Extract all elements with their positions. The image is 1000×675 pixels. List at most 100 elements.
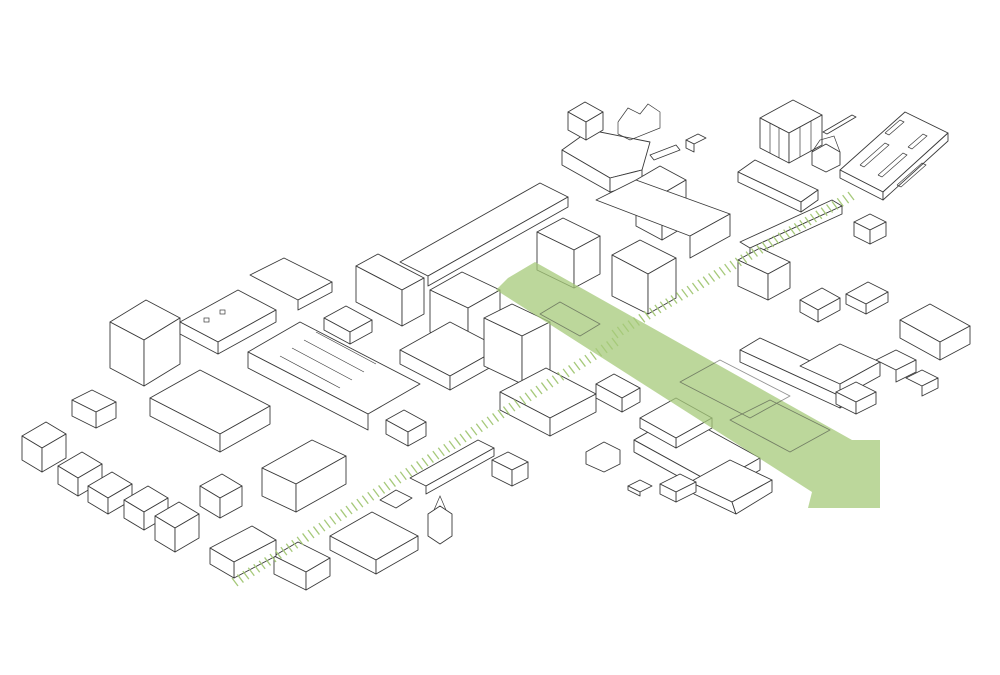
house-roof-ridge [811, 135, 841, 153]
house-front [811, 143, 841, 173]
route-hatch-mark [654, 304, 662, 314]
chapel-front [585, 441, 621, 473]
route-hatch-mark [388, 478, 396, 487]
route-hatch-mark [562, 368, 570, 378]
building-group-east [737, 199, 971, 415]
route-hatch-mark [793, 222, 801, 232]
route-hatch-mark [302, 533, 310, 542]
route-hatch-mark [589, 351, 597, 361]
route-hatch-mark [372, 488, 380, 498]
l-block-front [375, 535, 419, 575]
roof-rib [279, 355, 341, 389]
route-hatch-mark [454, 437, 462, 446]
house-front [174, 513, 200, 553]
route-hatch-mark [670, 295, 678, 304]
kiosk-side [627, 485, 641, 497]
route-hatch-mark [772, 235, 780, 245]
house-front [41, 433, 67, 473]
route-hatch-mark [274, 550, 282, 559]
route-hatch-mark [410, 464, 418, 474]
shed-front [297, 281, 333, 311]
route-hatch-mark [378, 485, 386, 494]
route-hatch-mark [551, 375, 559, 385]
route-hatch-mark [535, 385, 543, 395]
gable-row-front [407, 421, 427, 447]
school-side [739, 349, 841, 409]
route-hatch-mark [584, 354, 592, 364]
route-hatch-mark [361, 495, 369, 505]
route-hatch-mark [356, 498, 364, 508]
roof-vent [203, 317, 210, 323]
route-hatch-mark [426, 454, 434, 463]
green-corridor-arrow [496, 262, 880, 508]
route-hatch-mark [258, 560, 266, 570]
detached-house-side [659, 483, 677, 503]
route-hatch-mark [497, 409, 505, 419]
sawtooth-shed-side [209, 547, 235, 579]
route-hatch-mark [269, 553, 277, 563]
corridor-block-roof [679, 359, 791, 419]
row-house-side [595, 383, 623, 413]
route-hatch-mark [681, 288, 689, 298]
hatched-green-route-south [231, 337, 619, 587]
skylight [877, 152, 908, 178]
route-hatch-mark [247, 567, 255, 577]
route-hatch-mark [323, 519, 331, 529]
route-hatch-mark [638, 313, 646, 323]
route-hatch-mark [334, 512, 342, 522]
tall-block-front [143, 317, 181, 387]
route-hatch-mark [307, 529, 315, 539]
tiny-cube-side [685, 139, 695, 153]
route-hatch-mark [546, 378, 554, 388]
bar-front [425, 447, 495, 495]
bar-building-front [800, 189, 819, 213]
route-hatch-mark [312, 526, 320, 535]
route-hatch-mark [475, 423, 483, 433]
podium-front [689, 213, 731, 259]
route-hatch-mark [826, 204, 834, 213]
route-hatch-mark [318, 522, 326, 532]
route-hatch-mark [437, 447, 445, 457]
route-hatch-mark [734, 257, 742, 267]
route-hatch-mark [702, 276, 710, 286]
route-hatch-mark [367, 491, 375, 501]
route-hatch-mark [421, 457, 429, 467]
skylight [896, 162, 927, 188]
building-group-north-west [355, 182, 601, 327]
house-front [895, 359, 917, 383]
route-hatch-mark [745, 251, 753, 260]
corridor-block-roof [539, 301, 601, 337]
small-block [649, 144, 681, 161]
route-hatch-mark [691, 282, 699, 292]
church-spire [433, 495, 447, 511]
market-hall-side [247, 351, 369, 431]
route-hatch-mark [740, 254, 748, 264]
terrace-front [939, 325, 971, 361]
route-hatch-mark [708, 273, 716, 282]
block-front [401, 277, 425, 327]
route-hatch-mark [291, 539, 299, 549]
building-group-north-east [737, 99, 949, 213]
route-hatch-mark [665, 298, 673, 308]
route-hatch-mark [809, 213, 817, 223]
route-hatch-mark [804, 216, 812, 226]
skylight [907, 133, 928, 150]
route-hatch-mark [847, 191, 855, 201]
route-hatch-mark [788, 226, 796, 235]
route-hatch-mark [242, 570, 250, 580]
route-hatch-mark [815, 210, 823, 220]
cube-front [869, 221, 887, 245]
house-front [855, 391, 877, 415]
route-hatch-mark [448, 440, 456, 450]
roof-rib [303, 339, 365, 373]
route-hatch-mark [405, 467, 413, 477]
route-hatch-mark [399, 471, 407, 481]
building-group-south-east [585, 373, 773, 515]
corner-block-front [305, 557, 331, 591]
route-hatch-mark [524, 392, 532, 402]
route-hatch-mark [253, 563, 261, 573]
route-hatch-mark [296, 536, 304, 546]
route-hatch-mark [799, 219, 807, 229]
